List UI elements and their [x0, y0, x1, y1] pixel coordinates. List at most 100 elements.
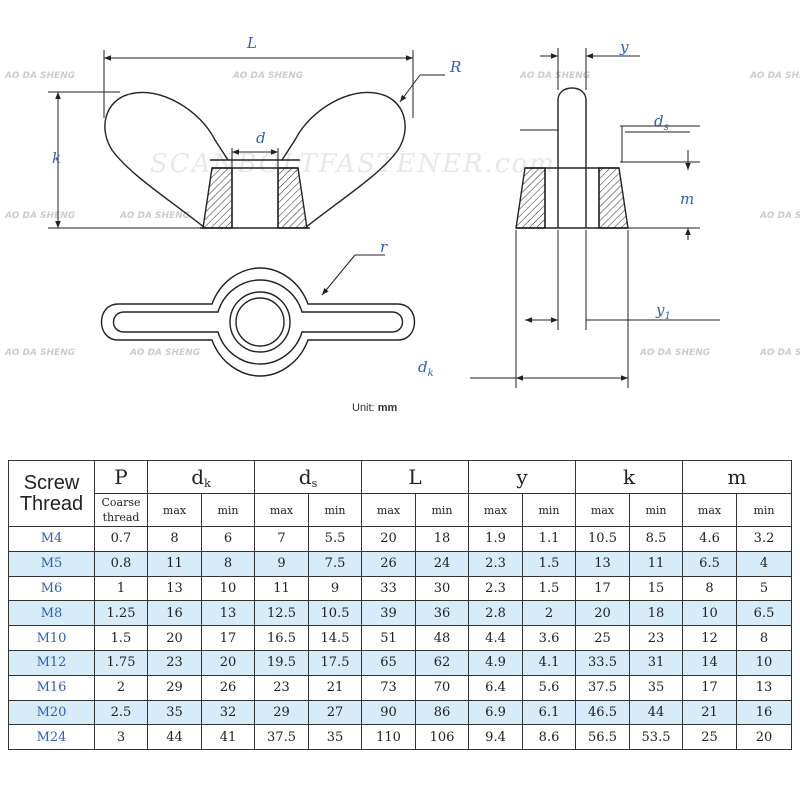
value-cell: 10	[736, 649, 793, 676]
header-min: min	[522, 493, 577, 527]
value-cell: 26	[361, 550, 417, 577]
screw-size-cell: M5	[8, 550, 95, 577]
value-cell: 2.3	[468, 550, 524, 577]
dim-r-label: r	[380, 238, 388, 256]
value-cell: 1.1	[522, 526, 577, 552]
value-cell: 48	[415, 625, 470, 651]
value-cell: 20	[200, 649, 256, 676]
value-cell: 2	[94, 674, 148, 701]
watermark: AO DA SHENG	[4, 71, 75, 81]
watermark: AO DA SHENG	[519, 71, 590, 81]
value-cell: 39	[361, 600, 417, 627]
value-cell: 16	[147, 600, 202, 627]
header-max: max	[361, 493, 417, 527]
header-coarse-thread: Coarse thread	[94, 493, 148, 527]
value-cell: 18	[629, 600, 684, 627]
value-cell: 37.5	[575, 674, 631, 701]
header-coarse-text: Coarse	[101, 496, 141, 509]
value-cell: 13	[147, 575, 202, 602]
value-cell: 6.4	[468, 674, 524, 701]
header-max: max	[682, 493, 738, 527]
value-cell: 35	[147, 699, 202, 726]
watermark: AO DA SHENG	[4, 348, 75, 358]
screw-size-cell: M6	[8, 575, 95, 602]
value-cell: 110	[361, 724, 417, 751]
value-cell: 1.5	[522, 575, 577, 602]
header-group-k: k	[575, 460, 684, 494]
header-min: min	[415, 493, 470, 527]
value-cell: 33.5	[575, 649, 631, 676]
value-cell: 17	[575, 575, 631, 602]
value-cell: 9	[254, 550, 310, 577]
header-subscript: k	[204, 476, 211, 490]
header-symbol: d	[191, 464, 205, 489]
value-cell: 2	[522, 600, 577, 627]
header-group-L: L	[361, 460, 470, 494]
value-cell: 4.6	[682, 526, 738, 552]
screw-size-cell: M12	[8, 649, 95, 676]
value-cell: 4.1	[522, 649, 577, 676]
value-cell: 9.4	[468, 724, 524, 751]
value-cell: 14.5	[308, 625, 363, 651]
value-cell: 2.3	[468, 575, 524, 602]
value-cell: 13	[200, 600, 256, 627]
dim-m-label: m	[680, 190, 694, 208]
value-cell: 12.5	[254, 600, 310, 627]
value-cell: 30	[415, 575, 470, 602]
value-cell: 1.75	[94, 649, 148, 676]
watermark: AO DA SHENG	[4, 211, 75, 221]
value-cell: 10.5	[308, 600, 363, 627]
screw-size-cell: M16	[8, 674, 95, 701]
value-cell: 32	[200, 699, 256, 726]
watermark: AO DA SHENG	[639, 348, 710, 358]
screw-size-cell: M24	[8, 724, 95, 751]
value-cell: 10	[682, 600, 738, 627]
value-cell: 19.5	[254, 649, 310, 676]
dim-dk-label: dk	[418, 358, 434, 379]
header-min: min	[736, 493, 793, 527]
value-cell: 11	[254, 575, 310, 602]
header-group-P: P	[94, 460, 148, 494]
value-cell: 3	[94, 724, 148, 751]
value-cell: 18	[415, 526, 470, 552]
header-max: max	[147, 493, 202, 527]
header-symbol: L	[408, 465, 422, 489]
screw-size-cell: M4	[8, 526, 95, 552]
technical-drawing: SCANBOLTFASTENER.com AO DA SHENG AO DA S…	[4, 34, 800, 414]
value-cell: 56.5	[575, 724, 631, 751]
value-cell: 53.5	[629, 724, 684, 751]
header-min: min	[308, 493, 363, 527]
side-dimensions	[470, 48, 720, 388]
value-cell: 8.5	[629, 526, 684, 552]
value-cell: 44	[629, 699, 684, 726]
value-cell: 8	[200, 550, 256, 577]
value-cell: 7.5	[308, 550, 363, 577]
front-dimensions	[48, 50, 445, 229]
value-cell: 15	[629, 575, 684, 602]
value-cell: 23	[254, 674, 310, 701]
value-cell: 25	[682, 724, 738, 751]
value-cell: 0.8	[94, 550, 148, 577]
value-cell: 20	[736, 724, 793, 751]
value-cell: 16.5	[254, 625, 310, 651]
dim-R-label: R	[449, 58, 461, 76]
header-coarse-text: thread	[102, 511, 140, 524]
value-cell: 90	[361, 699, 417, 726]
dim-k-label: k	[52, 149, 61, 167]
value-cell: 73	[361, 674, 417, 701]
screw-size-cell: M10	[8, 625, 95, 651]
value-cell: 6.5	[736, 600, 793, 627]
watermark: AO DA SHENG	[759, 348, 800, 358]
value-cell: 36	[415, 600, 470, 627]
dim-ds-label: ds	[654, 112, 669, 133]
value-cell: 23	[629, 625, 684, 651]
value-cell: 106	[415, 724, 470, 751]
header-symbol: m	[727, 465, 747, 489]
value-cell: 23	[147, 649, 202, 676]
